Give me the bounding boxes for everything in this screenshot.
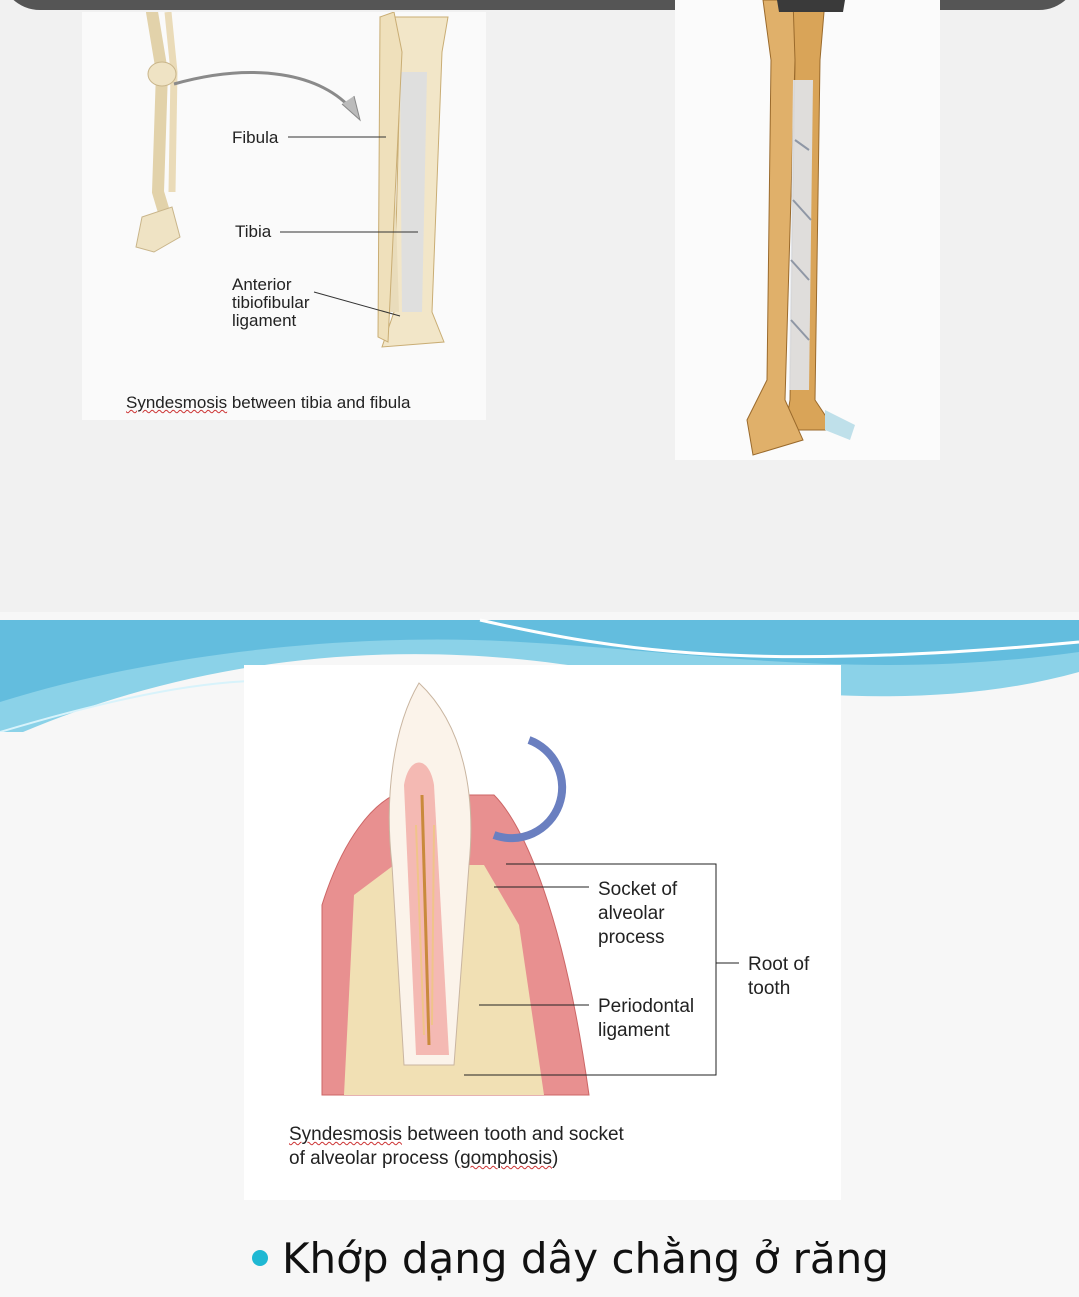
label-socket-of-alveolar-process: Socket of alveolar process: [598, 879, 678, 948]
caption-rest: between tibia and fibula: [227, 393, 411, 412]
caption-line1-rest: between tooth and socket: [402, 1124, 624, 1145]
caption-term: Syndesmosis: [126, 393, 228, 412]
caption-term-2: gomphosis: [460, 1148, 552, 1169]
caption-term-1: Syndesmosis: [289, 1124, 402, 1145]
leg-figure-panel: Fibula Tibia Anterior tibiofibular ligam…: [82, 6, 486, 420]
label-fibula: Fibula: [232, 128, 279, 147]
slide-top: Fibula Tibia Anterior tibiofibular ligam…: [0, 0, 1079, 612]
decorative-wave: [0, 618, 1079, 732]
label-periodontal-ligament: Periodontal ligament: [598, 996, 695, 1041]
tooth-caption: Syndesmosis between tooth and socket of a…: [289, 1123, 624, 1171]
bones-illustration: [746, 0, 855, 456]
caption-line2-end: ): [551, 1148, 559, 1169]
caption-line2-start: of alveolar process (: [289, 1148, 461, 1169]
tooth-illustration: [321, 682, 739, 1096]
label-root-of-tooth: Root of tooth: [748, 954, 810, 999]
label-anterior-tibiofibular-ligament: Anterior tibiofibular ligament: [232, 275, 310, 330]
leg-caption: Syndesmosis between tibia and fibula: [126, 376, 410, 412]
leg-illustration: [135, 6, 449, 348]
label-tibia: Tibia: [235, 222, 272, 241]
bullet-item: Khớp dạng dây chằng ở răng: [252, 1230, 889, 1286]
bullet-text: Khớp dạng dây chằng ở răng: [282, 1233, 889, 1283]
tooth-figure-panel: Socket of alveolar process Root of tooth…: [244, 665, 841, 1200]
forearm-bones-panel: [675, 0, 940, 460]
overlay-top-bar: [0, 0, 1079, 10]
bullet-dot-icon: [252, 1250, 268, 1266]
